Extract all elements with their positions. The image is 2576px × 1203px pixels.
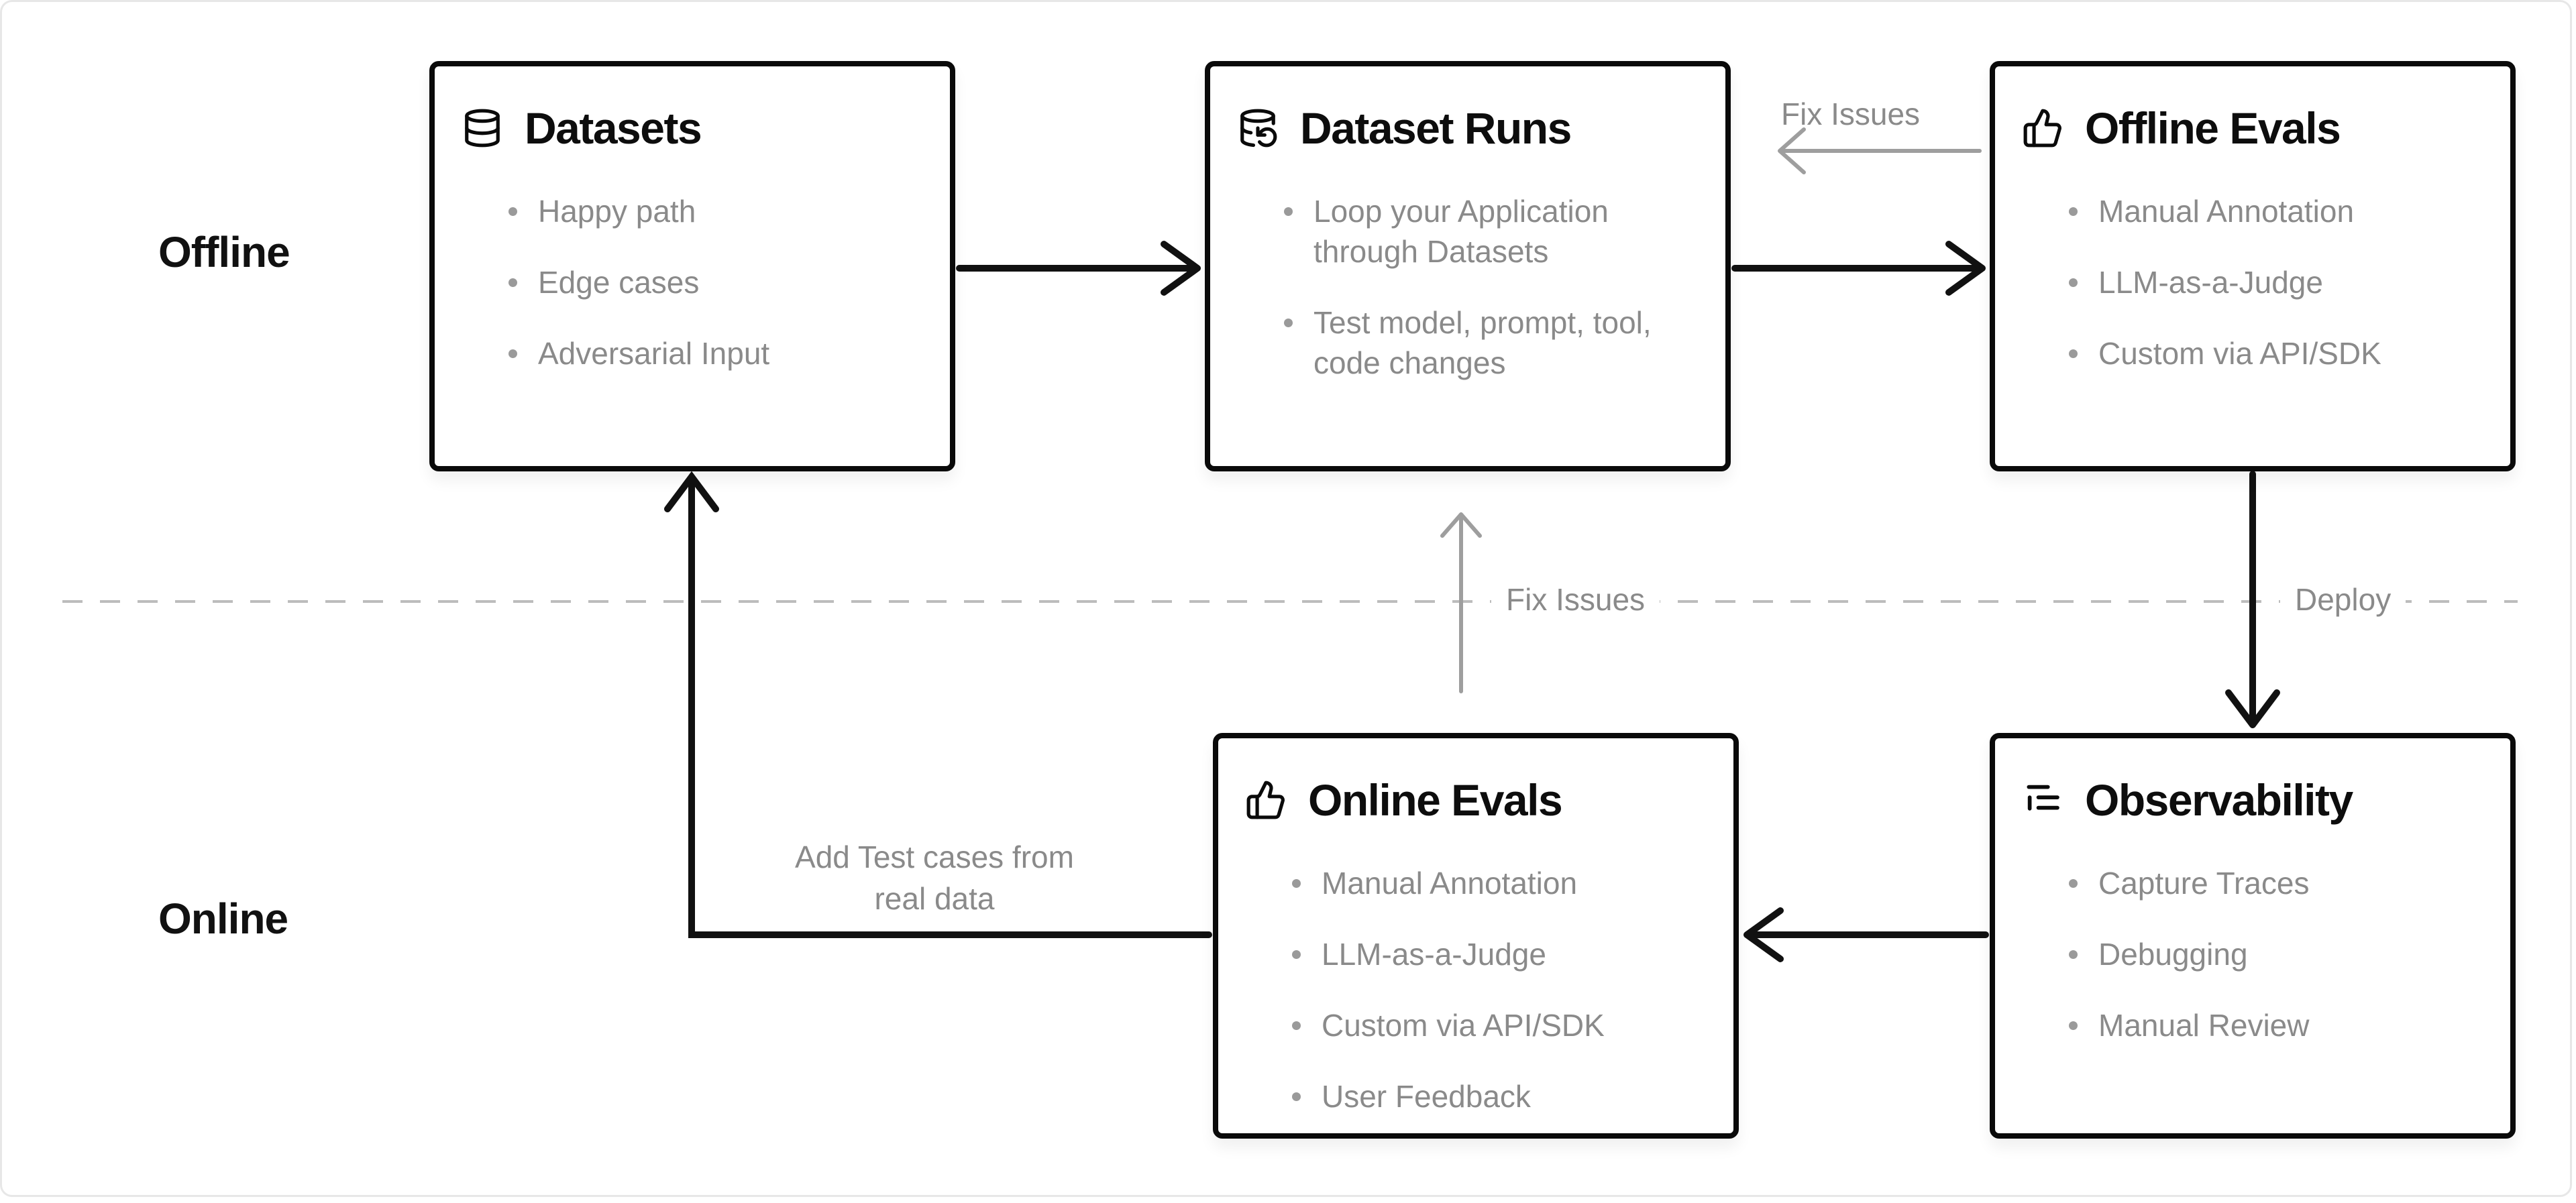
node-title: Offline Evals — [2085, 103, 2341, 153]
offline-section-label: Offline — [158, 228, 290, 276]
node-bullet-list: Manual Annotation LLM-as-a-Judge Custom … — [2022, 191, 2483, 374]
node-title-row: Offline Evals — [2022, 103, 2483, 154]
node-title-row: Dataset Runs — [1237, 103, 1699, 154]
database-run-icon — [1237, 107, 1279, 149]
list-item: Adversarial Input — [508, 333, 923, 374]
list-item: Loop your Application through Datasets — [1284, 191, 1699, 272]
node-offline-evals: Offline Evals Manual Annotation LLM-as-a… — [1990, 61, 2516, 471]
node-observability: Observability Capture Traces Debugging M… — [1990, 733, 2516, 1139]
list-item: Manual Annotation — [1292, 863, 1707, 903]
add-test-cases-label: Add Test cases from real data — [795, 840, 1074, 916]
list-item: Capture Traces — [2069, 863, 2483, 903]
list-item: User Feedback — [1292, 1076, 1707, 1116]
arrow-dataset-runs-to-offline-evals — [1731, 241, 1986, 296]
arrow-datasets-to-dataset-runs — [956, 241, 1201, 296]
arrow-observability-to-online-evals — [1743, 907, 1989, 962]
list-item: Manual Review — [2069, 1005, 2483, 1045]
list-item: Custom via API/SDK — [2069, 333, 2483, 374]
node-online-evals: Online Evals Manual Annotation LLM-as-a-… — [1213, 733, 1739, 1139]
list-item: Edge cases — [508, 262, 923, 302]
list-item: Test model, prompt, tool, code changes — [1284, 302, 1699, 383]
node-title: Online Evals — [1308, 775, 1563, 825]
thumbs-up-icon — [2022, 107, 2063, 149]
list-item: Happy path — [508, 191, 923, 231]
thumbs-up-icon — [1245, 779, 1287, 821]
node-bullet-list: Manual Annotation LLM-as-a-Judge Custom … — [1245, 863, 1707, 1116]
trace-list-icon — [2022, 779, 2063, 821]
node-title-row: Datasets — [462, 103, 923, 154]
node-bullet-list: Happy path Edge cases Adversarial Input — [462, 191, 923, 374]
list-item: LLM-as-a-Judge — [1292, 934, 1707, 974]
list-item: Manual Annotation — [2069, 191, 2483, 231]
node-title: Dataset Runs — [1300, 103, 1572, 153]
node-title: Datasets — [525, 103, 702, 153]
database-icon — [462, 107, 503, 149]
fix-issues-top-label: Fix Issues — [1781, 97, 1921, 131]
node-dataset-runs: Dataset Runs Loop your Application throu… — [1205, 61, 1731, 471]
online-section-label: Online — [158, 895, 288, 943]
list-item: Debugging — [2069, 934, 2483, 974]
arrow-online-evals-to-dataset-runs-fix-issues — [1440, 512, 1482, 693]
node-bullet-list: Capture Traces Debugging Manual Review — [2022, 863, 2483, 1045]
node-title-row: Online Evals — [1245, 775, 1707, 825]
list-item: Custom via API/SDK — [1292, 1005, 1707, 1045]
node-title: Observability — [2085, 775, 2353, 825]
arrow-offline-evals-to-observability — [2225, 471, 2280, 728]
node-datasets: Datasets Happy path Edge cases Adversari… — [429, 61, 955, 471]
node-title-row: Observability — [2022, 775, 2483, 825]
fix-issues-middle-label: Fix Issues — [1491, 581, 1660, 618]
list-item: LLM-as-a-Judge — [2069, 262, 2483, 302]
arrow-offline-evals-to-dataset-runs-fix-issues — [1778, 127, 1982, 174]
deploy-label: Deploy — [2280, 581, 2406, 618]
node-bullet-list: Loop your Application through Datasets T… — [1237, 191, 1699, 383]
